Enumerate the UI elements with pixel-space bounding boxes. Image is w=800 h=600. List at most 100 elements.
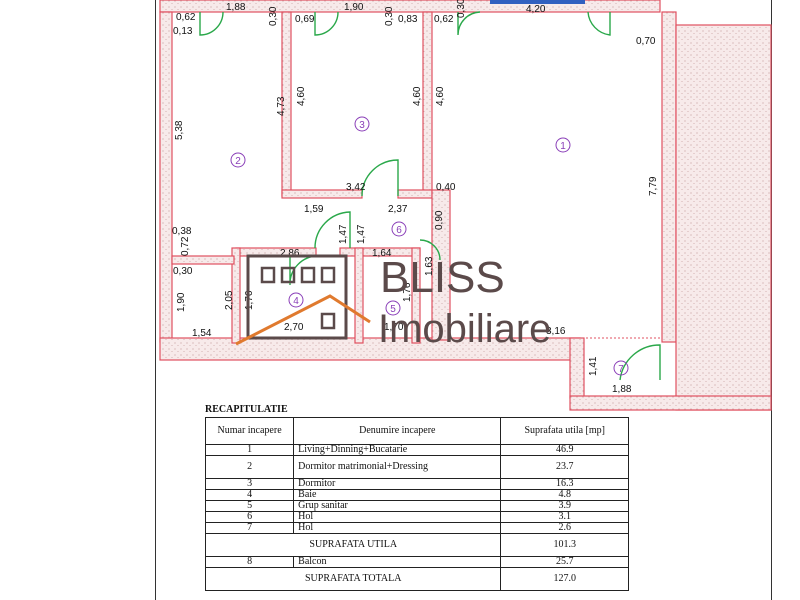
room-markers: 1 2 3 4 5 6 7 [230, 116, 629, 376]
wall-right-outer [675, 24, 772, 411]
dim-label: 1,47 [338, 224, 349, 244]
row-name: Living+Dinning+Bucatarie [293, 444, 502, 456]
dim-label: 0,30 [384, 6, 395, 26]
row-name: Hol [293, 511, 502, 523]
watermark-line1: BLISS [380, 253, 505, 302]
door-room3 [314, 11, 339, 36]
wall-bottom-step [569, 337, 585, 399]
row-num: 1 [204, 444, 295, 456]
table-row: 3 Dormitor 16.3 [204, 478, 629, 490]
svg-text:5: 5 [390, 304, 396, 315]
svg-text:3: 3 [359, 120, 365, 131]
room-marker-2: 2 [230, 152, 246, 168]
room-marker-7: 7 [613, 360, 629, 376]
dim-label: 1,47 [356, 224, 367, 244]
row-num: 4 [204, 489, 295, 501]
dim-label: 3,42 [346, 182, 366, 193]
row-num: 2 [204, 455, 295, 479]
table-row: 7 Hol 2.6 [204, 522, 629, 534]
dim-label: 0,40 [436, 182, 456, 193]
row-area: 46.9 [500, 444, 629, 456]
row-name: Baie [293, 489, 502, 501]
wall-bath-right [411, 247, 421, 344]
recap-table-block: RECAPITULATIE Numar incapere Denumire in… [204, 403, 645, 591]
header-name: Denumire incapere [293, 417, 502, 445]
dim-label: 1,88 [612, 384, 632, 395]
recap-header-row: Numar incapere Denumire incapere Suprafa… [204, 417, 629, 445]
balcony-num: 8 [204, 556, 295, 568]
total-area-row: SUPRAFATA TOTALA 127.0 [204, 567, 629, 591]
row-area: 23.7 [500, 455, 629, 479]
dim-label: 0,30 [268, 6, 279, 26]
svg-text:4: 4 [293, 296, 299, 307]
dim-label: 1,90 [176, 292, 187, 312]
table-row: 4 Baie 4.8 [204, 489, 629, 501]
total-area-value: 127.0 [500, 567, 629, 591]
header-area: Suprafata utila [mp] [500, 417, 629, 445]
row-num: 3 [204, 478, 295, 490]
room-marker-5: 5 [385, 300, 401, 316]
dim-label: 1,63 [424, 256, 435, 276]
row-area: 2.6 [500, 522, 629, 534]
room-marker-1: 1 [555, 137, 571, 153]
dim-label: 1,41 [588, 356, 599, 376]
wall-room3-bottom-r [397, 189, 433, 199]
sheet-border-left [155, 0, 156, 600]
dim-label: 0,30 [173, 266, 193, 277]
dim-label: 4,20 [526, 4, 546, 15]
row-num: 7 [204, 522, 295, 534]
dim-label: 1,76 [402, 282, 413, 302]
watermark-line2: Imobiliare [378, 307, 551, 351]
dim-label: 4,60 [435, 86, 446, 106]
door-room2-hall [314, 211, 351, 249]
dim-label: 0,38 [172, 226, 192, 237]
svg-text:1: 1 [560, 141, 566, 152]
useful-area-value: 101.3 [500, 533, 629, 557]
total-area-label: SUPRAFATA TOTALA [204, 567, 502, 591]
room-marker-4: 4 [288, 292, 304, 308]
row-name: Grup sanitar [293, 500, 502, 512]
wall-hall-right [431, 189, 451, 341]
dim-label: 0,69 [295, 14, 315, 25]
dim-label: 0,83 [398, 14, 418, 25]
door-balcony-top [587, 11, 611, 36]
wall-left [159, 11, 173, 343]
table-row: 2 Dormitor matrimonial+Dressing 23.7 [204, 455, 629, 479]
dim-label: 4,60 [412, 86, 423, 106]
dim-label: 1,90 [344, 2, 364, 13]
dim-label: 1,70 [384, 322, 404, 333]
dim-label: 0,62 [434, 14, 454, 25]
row-area: 4.8 [500, 489, 629, 501]
row-name: Hol [293, 522, 502, 534]
row-area: 16.3 [500, 478, 629, 490]
logo-windows [260, 266, 336, 330]
dim-label: 1,64 [372, 248, 392, 259]
dim-label: 2,05 [224, 290, 235, 310]
walls [159, 0, 772, 411]
dim-label: 4,60 [296, 86, 307, 106]
table-row: 6 Hol 3.1 [204, 511, 629, 523]
dim-label: 1,88 [226, 2, 246, 13]
window-top [490, 0, 585, 4]
watermark-logo: BLISS Imobiliare [235, 253, 551, 351]
balcony-area: 25.7 [500, 556, 629, 568]
row-area: 3.9 [500, 500, 629, 512]
wall-room2-stub [171, 255, 235, 265]
dim-label: 5,38 [174, 120, 185, 140]
useful-area-label: SUPRAFATA UTILA [204, 533, 502, 557]
wall-right-upper [661, 11, 677, 343]
wall-bottom-right [569, 395, 772, 411]
recap-table: Numar incapere Denumire incapere Suprafa… [204, 417, 629, 591]
dim-label: 0,90 [434, 210, 445, 230]
dim-label: 3,16 [546, 326, 566, 337]
header-num: Numar incapere [204, 417, 295, 445]
svg-text:6: 6 [396, 225, 402, 236]
dim-label: 0,72 [180, 236, 191, 256]
table-row: 1 Living+Dinning+Bucatarie 46.9 [204, 444, 629, 456]
balcony-row: 8 Balcon 25.7 [204, 556, 629, 568]
table-row: 5 Grup sanitar 3.9 [204, 500, 629, 512]
balcony-name: Balcon [293, 556, 502, 568]
dim-label: 1,59 [304, 204, 324, 215]
